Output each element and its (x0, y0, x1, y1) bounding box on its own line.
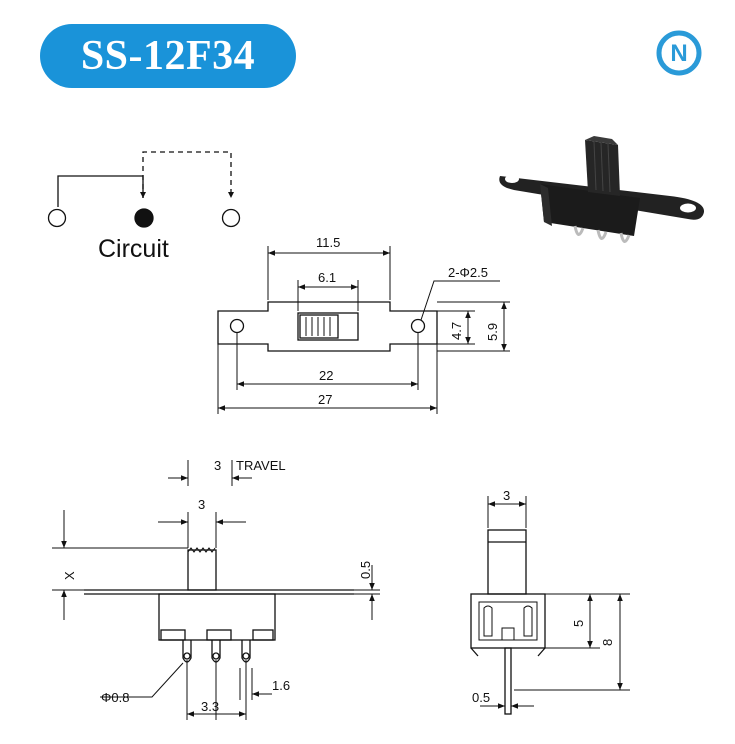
dim-22: 22 (319, 368, 333, 383)
side-view (52, 460, 380, 720)
dim-end-height-8: 8 (600, 639, 615, 646)
circuit-label: Circuit (98, 235, 169, 263)
dim-travel-label: TRAVEL (236, 458, 286, 473)
end-pin (504, 647, 512, 715)
contact-left-icon (47, 208, 67, 228)
top-view (217, 246, 510, 414)
switch-photo (499, 136, 705, 243)
end-actuator (487, 529, 527, 595)
side-body (158, 593, 276, 641)
dim-mount-holes: 2-Φ2.5 (448, 265, 488, 280)
dim-pin-pitch: 3.3 (201, 699, 219, 714)
dim-end-actuator: 3 (503, 488, 510, 503)
side-actuator (187, 549, 217, 591)
dim-6-1: 6.1 (318, 270, 336, 285)
slider-knob (299, 314, 339, 339)
model-title-badge: SS-12F34 (40, 24, 296, 88)
logo-letter: N (670, 40, 687, 67)
dim-end-height-5: 5 (571, 620, 586, 627)
dim-end-pin-thickness: 0.5 (472, 690, 490, 705)
dim-pin-diameter: Φ0.8 (101, 690, 129, 705)
contact-common-icon (134, 208, 154, 228)
model-title: SS-12F34 (80, 33, 256, 79)
side-pins (182, 640, 251, 663)
dim-x-label: X (62, 571, 77, 580)
slider-window (297, 312, 359, 341)
circuit-dashed-line (142, 151, 232, 198)
dim-plate-thickness: 0.5 (358, 561, 373, 579)
dim-11-5: 11.5 (316, 235, 340, 250)
dim-5-9: 5.9 (485, 323, 500, 341)
dim-pin-width: 1.6 (272, 678, 290, 693)
end-view (470, 496, 630, 715)
mount-hole-left-icon (229, 318, 245, 334)
mount-hole-right-icon (410, 318, 426, 334)
circuit-solid-line (57, 175, 144, 207)
top-view-outline (217, 301, 438, 352)
dim-4-7: 4.7 (449, 322, 464, 340)
circuit-diagram (47, 151, 241, 228)
dim-side-actuator: 3 (198, 497, 205, 512)
brand-logo-icon: N (656, 30, 702, 76)
dim-travel-value: 3 (214, 458, 221, 473)
dim-27: 27 (318, 392, 332, 407)
contact-right-icon (221, 208, 241, 228)
